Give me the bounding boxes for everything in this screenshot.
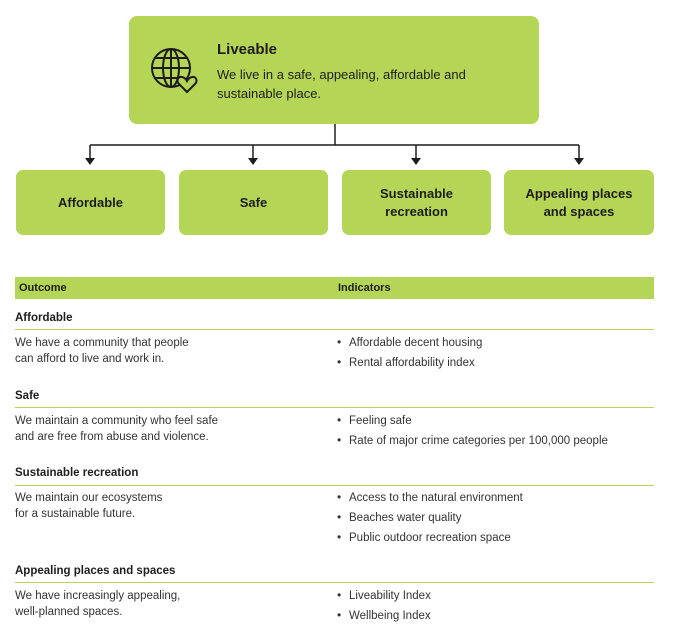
header-outcome: Outcome	[19, 282, 67, 294]
arrowhead-appealing	[574, 158, 584, 165]
indicator-item: Public outdoor recreation space	[337, 530, 511, 544]
section-title-safe: Safe	[15, 390, 40, 402]
outcome-safe: We maintain a community who feel safe an…	[15, 415, 219, 443]
section-rule	[15, 329, 654, 330]
section-title-sustainable-recreation: Sustainable recreation	[15, 467, 139, 479]
liveable-box: Liveable We live in a safe, appealing, a…	[129, 16, 539, 124]
arrowhead-safe	[248, 158, 258, 165]
indicator-item: Affordable decent housing	[337, 335, 482, 349]
liveable-title: Liveable	[217, 41, 278, 58]
section-title-appealing-places: Appealing places and spaces	[15, 565, 176, 577]
globe-heart-icon	[151, 48, 198, 94]
section-rule	[15, 407, 654, 408]
indicator-item: Rental affordability index	[337, 355, 475, 369]
table-header: Outcome Indicators	[15, 277, 654, 299]
indicator-item: Beaches water quality	[337, 510, 462, 524]
outcome-affordable: We have a community that people can affo…	[15, 337, 189, 365]
header-indicators: Indicators	[338, 282, 391, 294]
indicator-item: Feeling safe	[337, 413, 412, 427]
indicator-item: Rate of major crime categories per 100,0…	[337, 433, 608, 447]
box-sustainable-recreation: Sustainable recreation	[342, 170, 491, 235]
arrowhead-affordable	[85, 158, 95, 165]
tree-connectors	[85, 124, 584, 165]
box-safe: Safe	[179, 170, 328, 235]
section-rule	[15, 582, 654, 583]
box-affordable: Affordable	[16, 170, 165, 235]
section-rule	[15, 485, 654, 486]
section-title-affordable: Affordable	[15, 312, 73, 324]
outcome-appealing-places: We have increasingly appealing, well-pla…	[15, 590, 181, 618]
indicator-item: Access to the natural environment	[337, 490, 523, 504]
box-appealing-places: Appealing places and spaces	[504, 170, 654, 235]
liveable-description: We live in a safe, appealing, affordable…	[217, 67, 466, 101]
arrowhead-sustainable	[411, 158, 421, 165]
outcome-sustainable-recreation: We maintain our ecosystems for a sustain…	[15, 492, 163, 520]
indicator-item: Liveability Index	[337, 588, 431, 602]
indicator-item: Wellbeing Index	[337, 608, 431, 622]
